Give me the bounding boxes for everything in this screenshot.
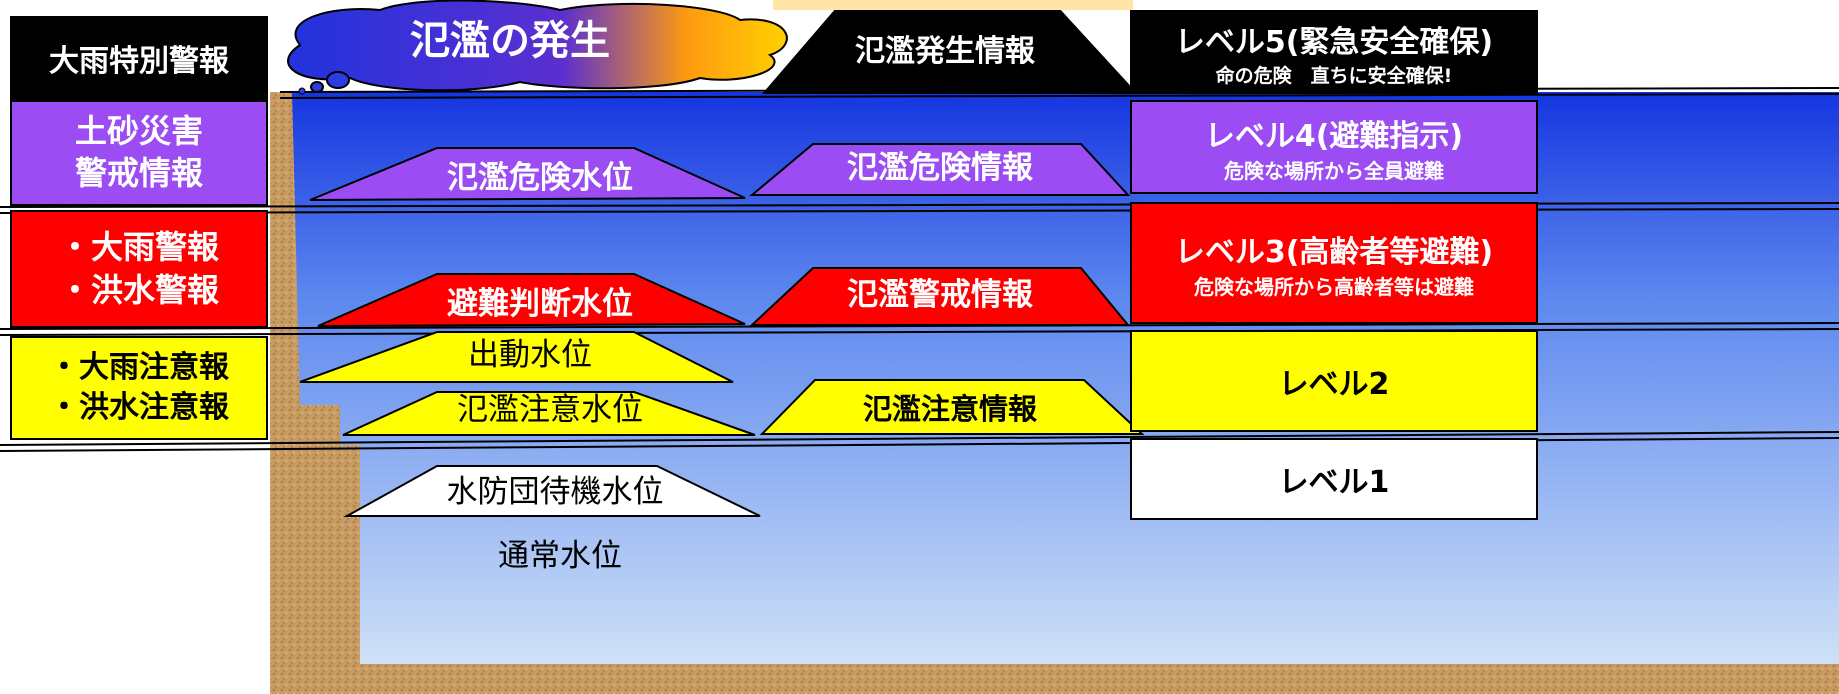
- danger-info-shape: [749, 143, 1131, 196]
- normal-level-label: 通常水位: [498, 538, 622, 574]
- danger-level-shape: [309, 147, 746, 201]
- level3-title: レベル3(高齢者等避難): [1174, 234, 1494, 270]
- flood-occurrence-info-label: 氾濫発生情報: [855, 34, 1035, 69]
- advisory-box: ・大雨注意報 ・洪水注意報: [10, 336, 268, 440]
- level2-title: レベル2: [1278, 367, 1390, 402]
- flood-danger-info-label: 氾濫危険情報: [847, 150, 1033, 186]
- evacuation-judgment-level-label: 避難判断水位: [447, 286, 633, 322]
- level4-box: レベル4(避難指示) 危険な場所から全員避難: [1130, 100, 1538, 194]
- caution-level-shape: [342, 391, 756, 436]
- heavy-rain-warning-line1: ・大雨警報: [58, 227, 219, 266]
- standby-level-shape: [343, 465, 761, 517]
- level1-title: レベル1: [1278, 465, 1390, 500]
- top-tab: [773, 0, 1133, 10]
- level2-box: レベル2: [1130, 330, 1538, 432]
- dispatch-level-label: 出動水位: [468, 337, 592, 373]
- flood-warning-info-label: 氾濫警戒情報: [847, 277, 1033, 313]
- level1-box: レベル1: [1130, 438, 1538, 520]
- level4-title: レベル4(避難指示): [1204, 118, 1464, 154]
- caution-level-label: 氾濫注意水位: [457, 392, 643, 428]
- level5-box: レベル5(緊急安全確保) 命の危険 直ちに安全確保!: [1130, 10, 1538, 94]
- soil-ground: [270, 664, 1839, 694]
- danger-water-level-label: 氾濫危険水位: [447, 160, 633, 196]
- standby-level-label: 水防団待機水位: [446, 474, 664, 510]
- special-warning-label: 大雨特別警報: [49, 44, 229, 79]
- heavy-rain-warning-box: ・大雨警報 ・洪水警報: [10, 210, 268, 328]
- level3-subtitle: 危険な場所から高齢者等は避難: [1194, 274, 1474, 299]
- flood-occurrence-cloud-label: 氾濫の発生: [410, 18, 610, 64]
- flood-advisory-line2: ・洪水注意報: [49, 390, 229, 425]
- sediment-warning-box: 土砂災害 警戒情報: [10, 100, 268, 206]
- caution-info-shape: [759, 379, 1145, 435]
- special-warning-box: 大雨特別警報: [10, 16, 268, 100]
- warning-info-shape: [749, 267, 1131, 326]
- dispatch-level-shape: [299, 331, 734, 383]
- evacuation-level-shape: [317, 273, 746, 327]
- occurrence-info-shape: [762, 8, 1138, 94]
- level3-box: レベル3(高齢者等避難) 危険な場所から高齢者等は避難: [1130, 202, 1538, 324]
- level5-title: レベル5(緊急安全確保): [1174, 24, 1494, 60]
- flood-warning-line2: ・洪水警報: [58, 271, 219, 309]
- embankment: [270, 92, 360, 694]
- heavy-rain-advisory-line1: ・大雨注意報: [49, 349, 229, 385]
- sediment-warning-line1: 土砂災害: [74, 112, 203, 151]
- level4-subtitle: 危険な場所から全員避難: [1224, 158, 1444, 183]
- sediment-warning-line2: 警戒情報: [74, 154, 203, 192]
- flood-caution-info-label: 氾濫注意情報: [862, 392, 1037, 426]
- flood-cloud-shape: [287, 0, 788, 95]
- level5-subtitle: 命の危険 直ちに安全確保!: [1215, 64, 1453, 87]
